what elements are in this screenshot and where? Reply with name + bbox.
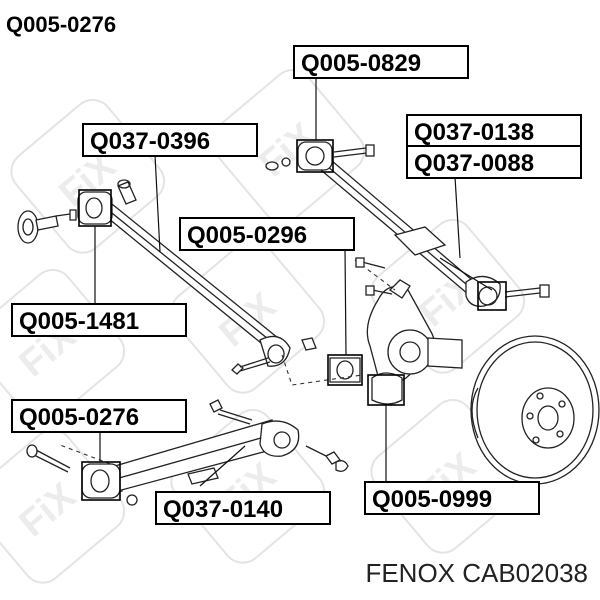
top-bolt <box>265 144 375 171</box>
footer-text: FENOX CAB02038 <box>365 558 588 588</box>
label-q005-1481-text: Q005-1481 <box>19 308 139 335</box>
label-q005-1481: Q005-1481 <box>11 303 187 337</box>
label-q037-0140: Q037-0140 <box>155 491 331 525</box>
knuckle-bolts <box>355 257 393 296</box>
highlight-bushing-0276 <box>81 461 121 501</box>
highlight-bushing-0138 <box>477 281 507 311</box>
lower-arm <box>81 419 300 499</box>
label-q005-0829-text: Q005-0829 <box>301 50 421 77</box>
watermark-brand-6: FiX <box>12 475 85 546</box>
label-q005-0276-text: Q005-0276 <box>19 404 139 431</box>
label-q037-0396: Q037-0396 <box>82 123 258 157</box>
label-q037-0088-text: Q037-0088 <box>414 150 534 177</box>
right-bolt <box>504 284 550 298</box>
small-sleeve <box>117 179 137 205</box>
arm-end-bolt <box>231 357 271 375</box>
upper-control-arm <box>297 141 501 307</box>
label-q037-0140-text: Q037-0140 <box>163 496 283 523</box>
label-q005-0999: Q005-0999 <box>364 481 540 515</box>
label-q005-0829: Q005-0829 <box>293 45 469 79</box>
knuckle <box>366 279 463 405</box>
label-q005-0296: Q005-0296 <box>179 217 355 251</box>
header-code: Q005-0276 <box>6 12 116 37</box>
parts-drawing <box>17 139 600 506</box>
highlight-bushing-0296 <box>327 354 363 386</box>
brake-disc <box>470 335 600 485</box>
label-q037-0088: Q037-0088 <box>406 145 582 179</box>
label-q005-0276: Q005-0276 <box>11 399 187 433</box>
label-q037-0138-text: Q037-0138 <box>414 119 534 146</box>
center-bushing <box>301 337 361 383</box>
left-washer-bolt <box>17 209 77 244</box>
label-q005-0296-text: Q005-0296 <box>187 222 307 249</box>
label-q037-0138: Q037-0138 <box>406 114 582 148</box>
highlight-bushing-0829 <box>296 139 334 173</box>
upper-lateral-arm <box>77 191 291 367</box>
leader-lines <box>94 78 493 487</box>
label-q005-0999-text: Q005-0999 <box>372 486 492 513</box>
label-q037-0396-text: Q037-0396 <box>90 128 210 155</box>
lower-bolts <box>26 399 349 506</box>
